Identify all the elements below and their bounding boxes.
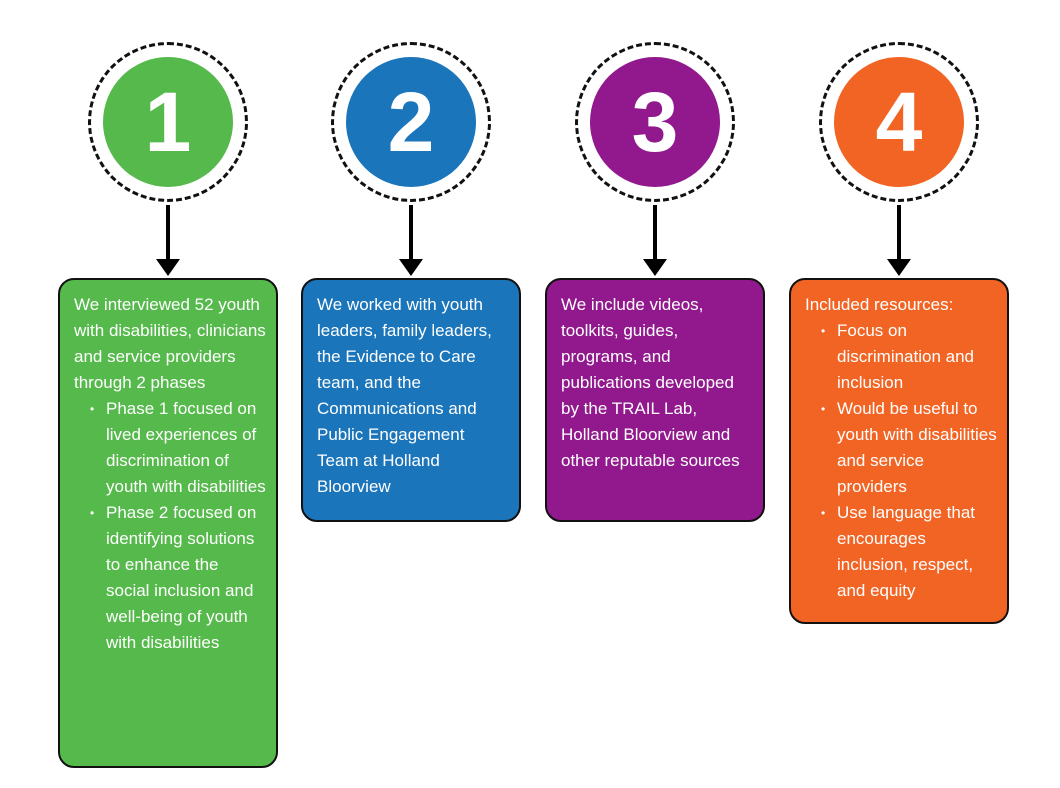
step-1-bullet-2: Phase 2 focused on identifying solutions… bbox=[90, 500, 266, 656]
step-1-box: We interviewed 52 youth with disabilitie… bbox=[58, 278, 278, 768]
step-1-bullet-list: Phase 1 focused on lived experiences of … bbox=[74, 396, 266, 656]
step-2-box: We worked with youth leaders, family lea… bbox=[301, 278, 521, 522]
step-4-number: 4 bbox=[875, 75, 923, 169]
step-4-bullet-3: Use language that encourages inclusion, … bbox=[821, 500, 997, 604]
step-1-down-arrow-icon bbox=[156, 205, 180, 276]
step-4-circle: 4 bbox=[834, 57, 964, 187]
step-3-intro: We include videos, toolkits, guides, pro… bbox=[561, 295, 740, 470]
step-1-intro: We interviewed 52 youth with disabilitie… bbox=[74, 295, 266, 392]
step-1-bullet-1: Phase 1 focused on lived experiences of … bbox=[90, 396, 266, 500]
step-2-number: 2 bbox=[387, 75, 435, 169]
step-3-number: 3 bbox=[631, 75, 679, 169]
step-1-dashed-ring: 1 bbox=[88, 42, 248, 202]
step-4-box: Included resources: Focus on discriminat… bbox=[789, 278, 1009, 624]
step-2-down-arrow-icon bbox=[399, 205, 423, 276]
step-4-dashed-ring: 4 bbox=[819, 42, 979, 202]
step-3-circle: 3 bbox=[590, 57, 720, 187]
step-3-box: We include videos, toolkits, guides, pro… bbox=[545, 278, 765, 522]
step-3-down-arrow-icon bbox=[643, 205, 667, 276]
step-1-number: 1 bbox=[144, 75, 192, 169]
step-1-circle: 1 bbox=[103, 57, 233, 187]
step-2-dashed-ring: 2 bbox=[331, 42, 491, 202]
step-2-circle: 2 bbox=[346, 57, 476, 187]
step-4-bullet-2: Would be useful to youth with disabiliti… bbox=[821, 396, 997, 500]
step-4-intro: Included resources: bbox=[805, 295, 954, 314]
step-3-dashed-ring: 3 bbox=[575, 42, 735, 202]
step-4-bullet-list: Focus on discrimination and inclusion Wo… bbox=[805, 318, 997, 604]
step-4-down-arrow-icon bbox=[887, 205, 911, 276]
step-4-bullet-1: Focus on discrimination and inclusion bbox=[821, 318, 997, 396]
step-2-intro: We worked with youth leaders, family lea… bbox=[317, 295, 492, 496]
